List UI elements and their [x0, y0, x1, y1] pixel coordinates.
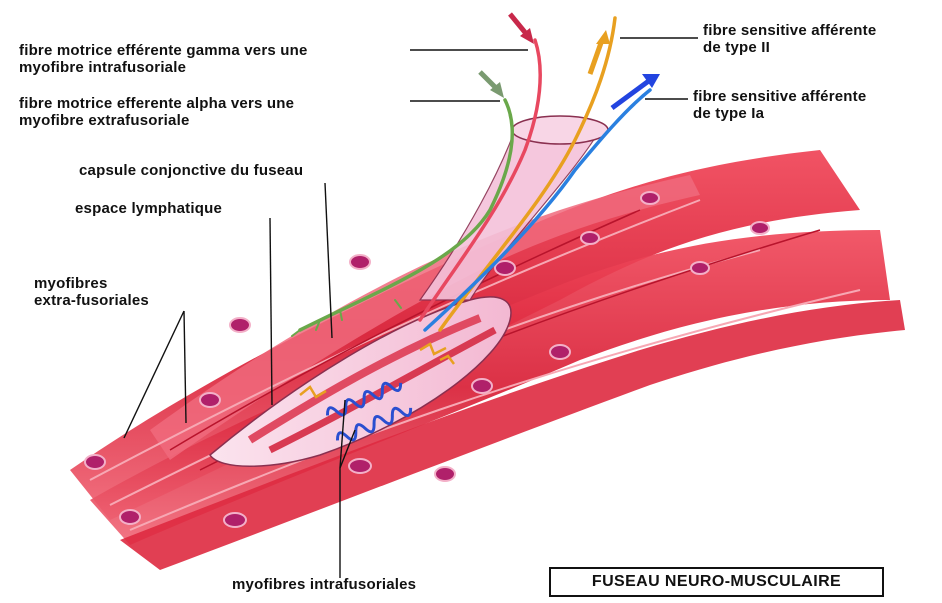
label-alpha-line2: myofibre extrafusoriale	[19, 112, 190, 129]
label-gamma-line2: myofibre intrafusoriale	[19, 59, 186, 76]
label-intrafusal: myofibres intrafusoriales	[232, 576, 416, 593]
title-box: FUSEAU NEURO-MUSCULAIRE	[549, 567, 884, 597]
diagram-title: FUSEAU NEURO-MUSCULAIRE	[551, 569, 882, 595]
label-type2-line1: fibre sensitive afférente	[703, 22, 876, 39]
label-extra-line1: myofibres	[34, 275, 108, 292]
label-capsule: capsule conjonctive du fuseau	[79, 162, 303, 179]
label-type1a-line1: fibre sensitive afférente	[693, 88, 866, 105]
direction-arrows	[480, 14, 660, 108]
label-gamma-line1: fibre motrice efférente gamma vers une	[19, 42, 308, 59]
label-type2-line2: de type II	[703, 39, 770, 56]
label-extra-line2: extra-fusoriales	[34, 292, 149, 309]
label-alpha-line1: fibre motrice efferente alpha vers une	[19, 95, 294, 112]
label-type1a-line2: de type Ia	[693, 105, 764, 122]
label-lymph: espace lymphatique	[75, 200, 222, 217]
